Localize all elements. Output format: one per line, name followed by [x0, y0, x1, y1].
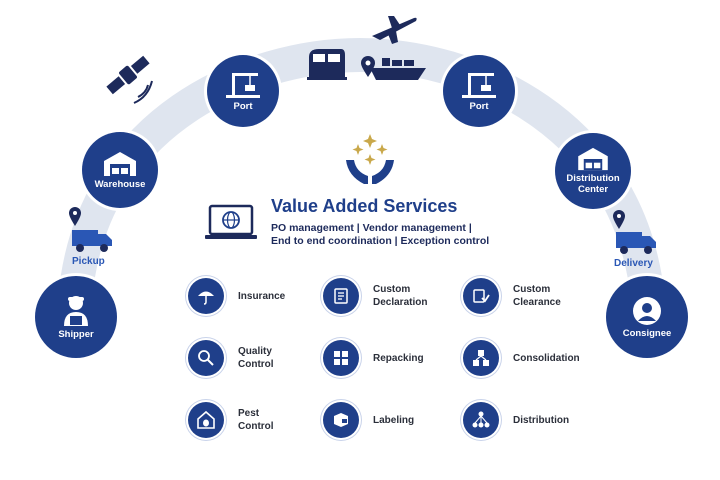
umbrella-icon: [188, 278, 224, 314]
service-label: Consolidation: [513, 352, 580, 364]
value-added-line-1: PO management | Vendor management |: [271, 222, 472, 234]
service-quality-control: Quality Control: [188, 340, 274, 376]
boxes-icon: [323, 340, 359, 376]
service-custom-declaration: Custom Declaration: [323, 278, 427, 314]
node-port-right: Port: [443, 55, 515, 127]
service-label: Custom Declaration: [373, 284, 428, 308]
airplane-icon: [372, 16, 417, 44]
laptop-globe-icon: [205, 204, 257, 239]
delivery-label: Delivery: [614, 258, 653, 269]
service-label: Pest Control: [238, 408, 274, 432]
node-warehouse: Warehouse: [82, 132, 158, 208]
truck-icon: [72, 230, 112, 252]
value-added-title: Value Added Services: [271, 196, 458, 216]
node-shipper: Shipper: [35, 276, 117, 358]
pest-house-icon: [188, 402, 224, 438]
service-custom-clearance: Custom Clearance: [463, 278, 561, 314]
service-label: Insurance: [238, 290, 286, 302]
node-label: Port: [469, 100, 489, 112]
warehouse-icon: [104, 151, 136, 176]
value-added-line-2: End to end coordination | Exception cont…: [271, 235, 490, 247]
node-label: Distribution Center: [566, 173, 620, 195]
port-crane-icon: [226, 72, 260, 98]
location-pin-icon: [361, 56, 375, 77]
hands-sparkle-icon: [346, 134, 394, 184]
distribution-center-icon: [578, 147, 608, 171]
service-label: Custom Clearance: [513, 284, 561, 308]
service-label: Quality Control: [238, 346, 274, 370]
port-crane-icon: [462, 72, 496, 98]
service-repacking: Repacking: [323, 340, 424, 376]
clearance-icon: [463, 278, 499, 314]
consolidation-icon: [463, 340, 499, 376]
shipper-icon: [64, 295, 88, 326]
ship-icon: [370, 58, 426, 80]
service-labeling: Labeling: [323, 402, 414, 438]
network-icon: [463, 402, 499, 438]
service-label: Repacking: [373, 352, 424, 364]
node-label: Consignee: [622, 327, 672, 339]
service-insurance: Insurance: [188, 278, 285, 314]
node-consignee: Consignee: [606, 276, 688, 358]
service-pest-control: Pest Control: [188, 402, 274, 438]
service-label: Distribution: [513, 414, 570, 426]
node-distribution-center: Distribution Center: [555, 133, 631, 209]
satellite-icon: [106, 55, 153, 104]
service-consolidation: Consolidation: [463, 340, 580, 376]
location-pin-icon: [69, 207, 81, 226]
service-distribution: Distribution: [463, 402, 569, 438]
consignee-icon: [633, 296, 661, 325]
pickup-label: Pickup: [72, 256, 105, 267]
node-port-left: Port: [207, 55, 279, 127]
service-label: Labeling: [373, 414, 415, 426]
label-box-icon: [323, 402, 359, 438]
customs-icon: [323, 278, 359, 314]
truck-icon: [616, 232, 656, 254]
node-label: Port: [233, 100, 253, 112]
node-label: Shipper: [58, 328, 94, 340]
node-label: Warehouse: [94, 178, 146, 190]
magnifier-icon: [188, 340, 224, 376]
train-icon: [307, 49, 347, 80]
location-pin-icon: [613, 210, 625, 229]
